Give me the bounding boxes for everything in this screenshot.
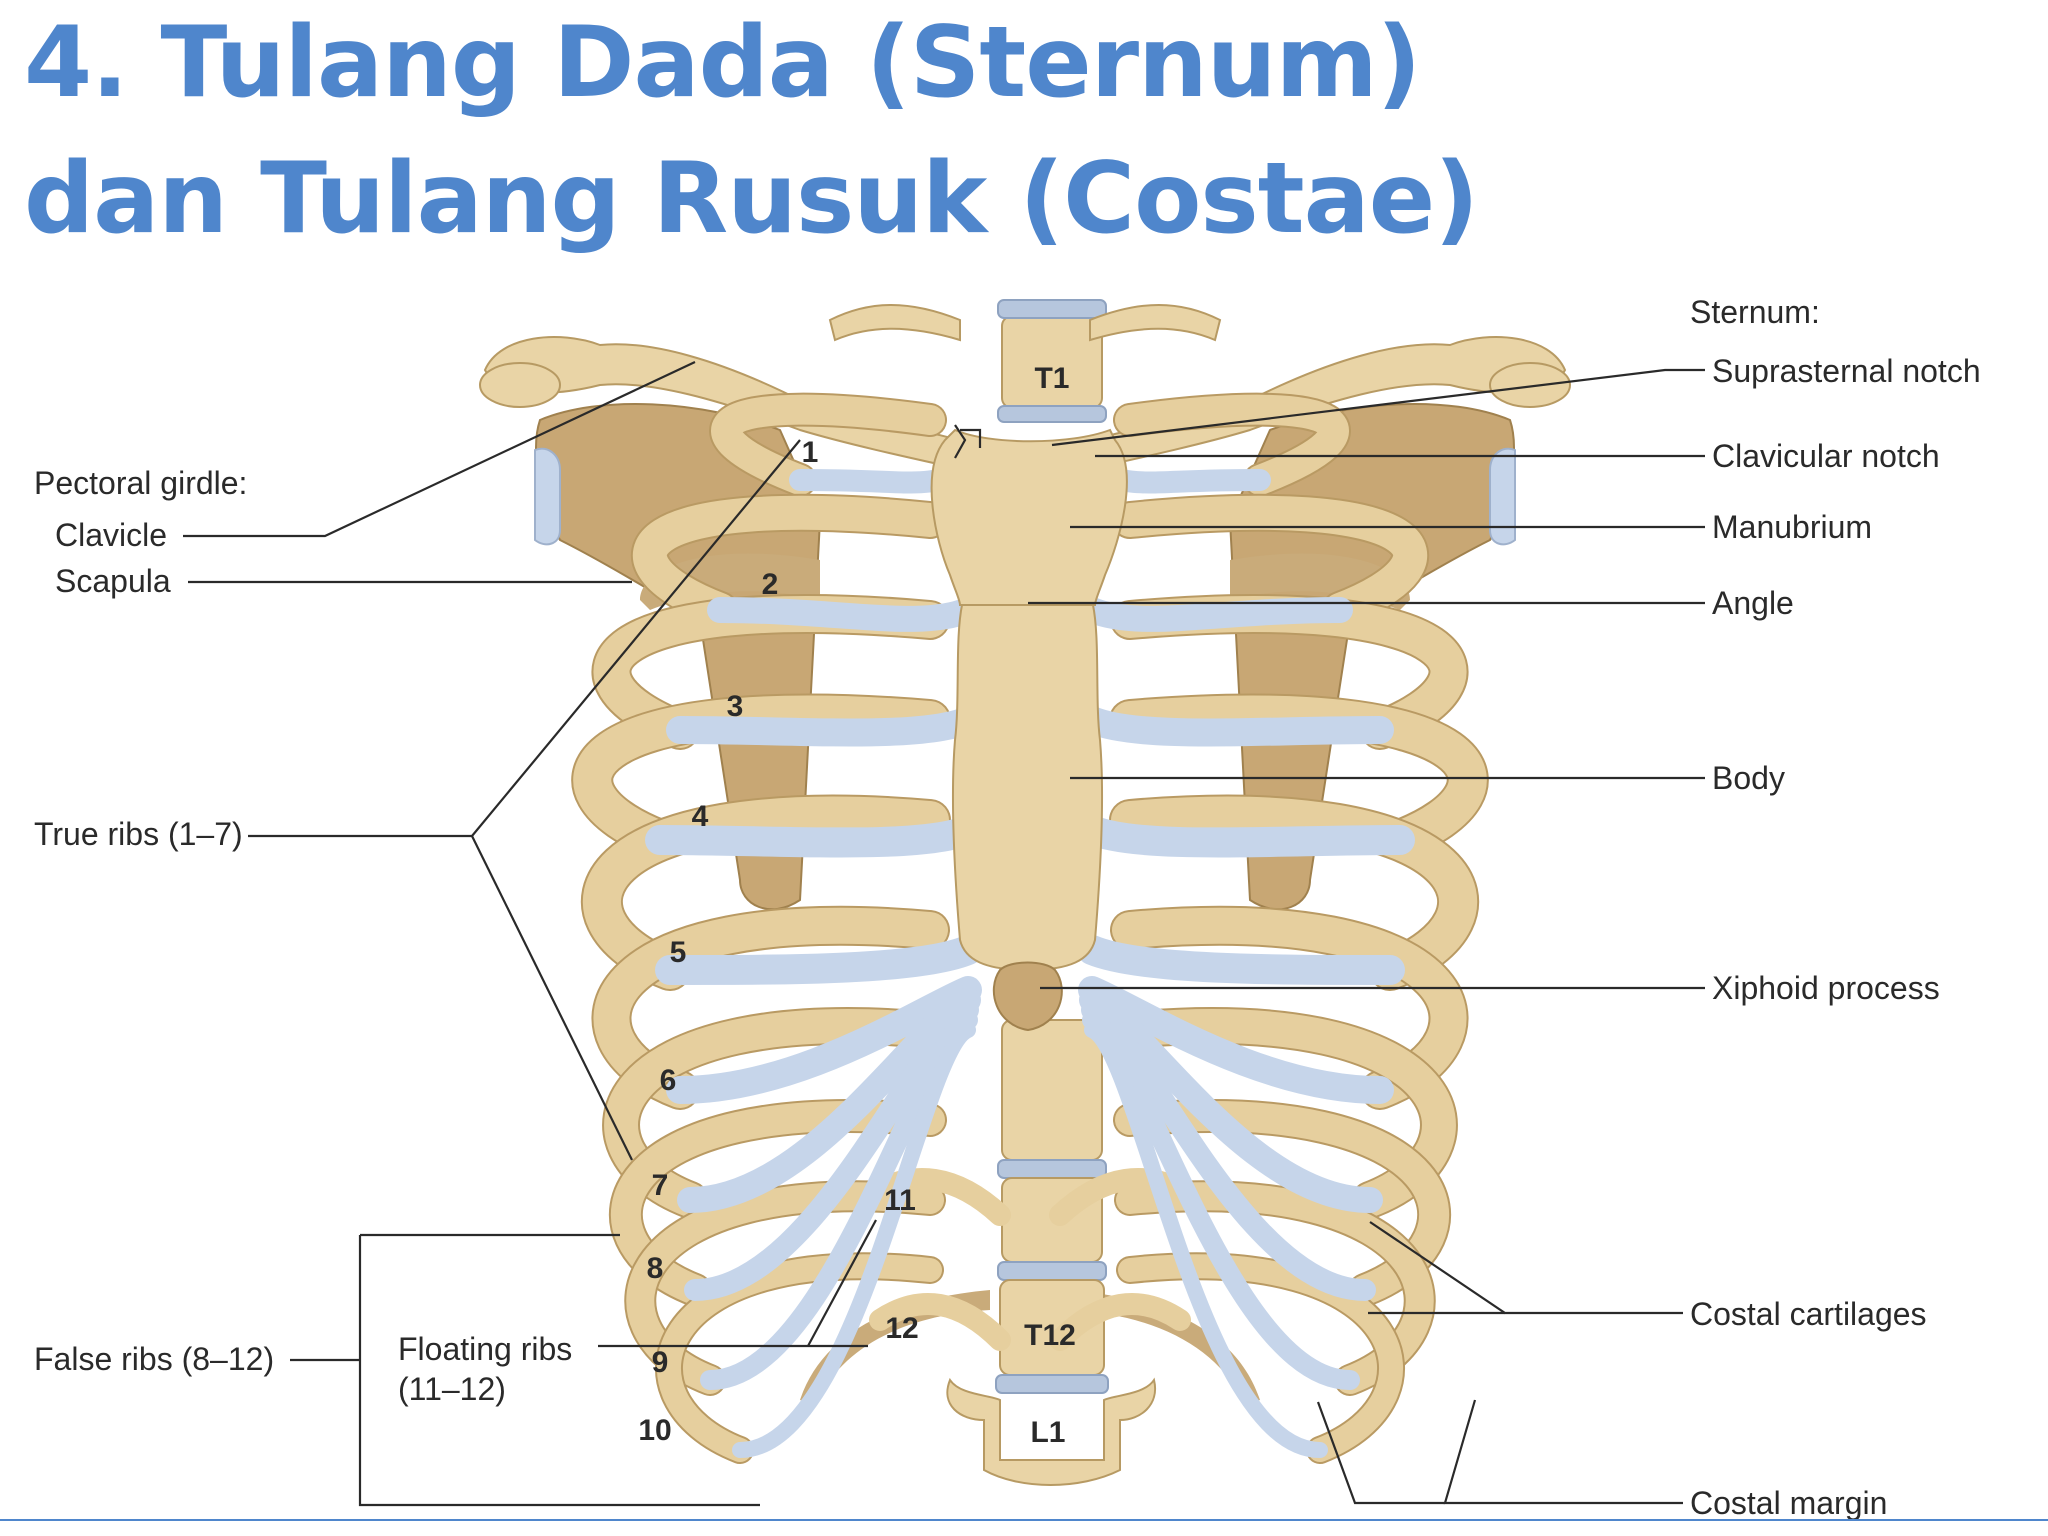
rib-number-12: 12 [885, 1312, 918, 1345]
rib-number-1: 1 [802, 436, 819, 469]
rib-number-7: 7 [652, 1169, 669, 1202]
page-title-line-1: 4. Tulang Dada (Sternum) [24, 6, 1421, 120]
costal-cartilage-left [732, 1022, 976, 1458]
floating-rib [869, 1293, 1011, 1351]
costal-cartilage-right [1077, 935, 1405, 985]
rib-number-6: 6 [660, 1064, 677, 1097]
rib-arch [711, 394, 945, 495]
costal-cartilage-right [1079, 597, 1353, 632]
rib-number-5: 5 [670, 936, 687, 969]
rib-number-3: 3 [727, 690, 744, 723]
costal-cartilage-left [655, 935, 983, 985]
vertebra-label-t12: T12 [1024, 1319, 1076, 1352]
costal-cartilages [645, 459, 1415, 1458]
rib-number-4: 4 [692, 800, 709, 833]
label-floating-ribs-line-1: Floating ribs [398, 1331, 572, 1367]
vertebra-label-t1: T1 [1034, 362, 1069, 395]
costal-cartilage-right [1078, 706, 1394, 747]
label-scapula: Scapula [55, 563, 171, 599]
costal-cartilage-left [666, 706, 982, 747]
vertebra-label-l1: L1 [1030, 1416, 1065, 1449]
costal-cartilage-right [1084, 1022, 1328, 1458]
rib-arch [573, 695, 949, 859]
label-clavicular-notch: Clavicular notch [1712, 438, 1940, 474]
rib-number-11: 11 [884, 1184, 916, 1217]
leader-lines [183, 361, 1705, 1507]
page-title-line-2: dan Tulang Rusuk (Costae) [24, 142, 1479, 256]
label-body: Body [1712, 760, 1785, 796]
rib-arch [1115, 394, 1349, 495]
label-angle: Angle [1712, 585, 1794, 621]
label-true-ribs: True ribs (1–7) [34, 816, 243, 852]
sternum [930, 424, 1128, 1032]
rib-number-9: 9 [652, 1346, 669, 1379]
costal-cartilage-right [1077, 815, 1415, 858]
label-manubrium: Manubrium [1712, 509, 1872, 545]
rib-number-2: 2 [762, 568, 779, 601]
label-clavicle: Clavicle [55, 517, 167, 553]
rib-arch [1111, 695, 1487, 859]
rib-arch [1111, 796, 1478, 989]
rib-number-10: 10 [638, 1414, 671, 1447]
label-xiphoid-process: Xiphoid process [1712, 970, 1940, 1006]
label-costal-margin: Costal margin [1690, 1485, 1887, 1521]
rib-arch [582, 796, 949, 989]
label-sternum-heading: Sternum: [1690, 294, 1820, 330]
floating-rib [1049, 1293, 1191, 1351]
label-floating-ribs-line-2: (11–12) [398, 1371, 506, 1407]
ribs [571, 392, 1489, 1464]
costal-cartilage-left [645, 815, 983, 858]
label-pectoral-girdle: Pectoral girdle: [34, 465, 247, 501]
rib-number-8: 8 [647, 1252, 664, 1285]
label-suprasternal-notch: Suprasternal notch [1712, 353, 1981, 389]
rib-arch [1113, 495, 1427, 627]
costal-cartilage-left [707, 597, 981, 632]
vertebral-column [946, 299, 1157, 1486]
label-false-ribs: False ribs (8–12) [34, 1341, 274, 1377]
label-costal-cartilages: Costal cartilages [1690, 1296, 1927, 1332]
